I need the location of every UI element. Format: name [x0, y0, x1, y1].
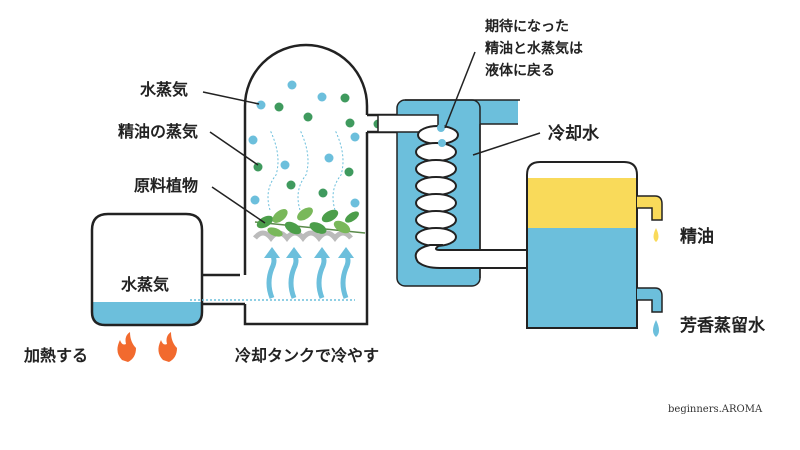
label-condensed-line3: 液体に戻る — [485, 63, 555, 79]
label-hydrosol: 芳香蒸留水 — [680, 316, 765, 336]
label-cool-tank: 冷却タンクで冷やす — [235, 346, 380, 365]
label-steam-tank: 水蒸気 — [121, 275, 170, 294]
flame-icon — [117, 332, 177, 362]
label-condensed-line2: 精油と水蒸気は — [485, 41, 583, 57]
label-essential-oil: 精油 — [680, 227, 714, 247]
credit: beginners.AROMA — [668, 404, 763, 415]
boiler-tank — [90, 212, 355, 327]
water-drop-icon — [653, 320, 659, 337]
plant-leaves-icon — [254, 207, 366, 237]
oil-drop-icon — [653, 228, 659, 242]
label-condensed-line1: 期待になった — [485, 19, 569, 35]
coil-icon — [414, 125, 529, 269]
steam-arrows-icon — [266, 252, 351, 299]
label-steam: 水蒸気 — [140, 80, 189, 99]
leader-lines — [202, 51, 541, 224]
condenser — [377, 99, 529, 287]
label-raw-plant: 原料植物 — [134, 176, 199, 195]
label-cooling-water: 冷却水 — [548, 124, 599, 144]
label-condensed: 期待になった 精油と水蒸気は 液体に戻る — [485, 16, 583, 82]
label-heat: 加熱する — [24, 346, 89, 365]
distillation-column — [243, 43, 451, 326]
label-oil-vapor: 精油の蒸気 — [118, 122, 199, 141]
receiver-tank — [526, 161, 663, 337]
